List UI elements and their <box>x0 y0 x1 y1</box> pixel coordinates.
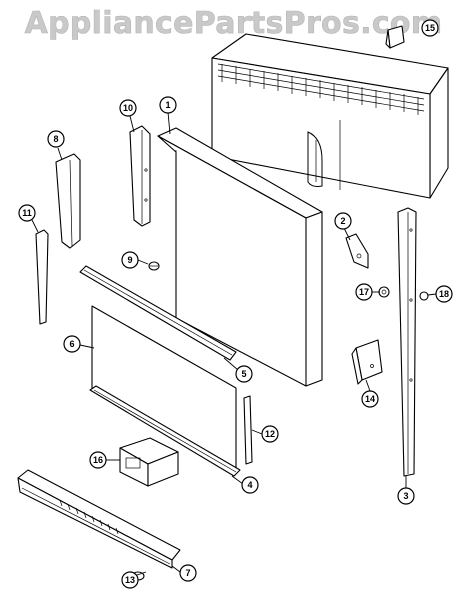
part-14-bracket <box>351 339 383 385</box>
callout-1-label: 1 <box>165 100 170 110</box>
ac-grille <box>217 63 425 115</box>
part-10-bracket <box>129 125 151 227</box>
callout-2-label: 2 <box>340 216 345 226</box>
part-7-panel <box>17 469 181 569</box>
callout-6: 6 <box>63 335 81 353</box>
callout-1: 1 <box>159 96 177 114</box>
callout-9: 9 <box>121 251 139 269</box>
callout-10: 10 <box>119 99 137 117</box>
callouts: 1 2 3 4 5 6 7 8 9 10 11 12 13 14 15 16 1… <box>18 19 453 589</box>
callout-2: 2 <box>334 212 352 230</box>
part-18-screw <box>419 291 429 301</box>
callout-6-label: 6 <box>69 339 74 349</box>
callout-16: 16 <box>89 451 107 469</box>
part-12-strip <box>243 395 253 465</box>
callout-15: 15 <box>421 19 439 37</box>
part-5-rail <box>79 265 237 361</box>
callout-12: 12 <box>261 425 279 443</box>
callout-8: 8 <box>47 130 65 148</box>
callout-7: 7 <box>179 564 197 582</box>
callout-13: 13 <box>121 571 139 589</box>
callout-15-label: 15 <box>425 23 435 33</box>
callout-4: 4 <box>241 476 259 494</box>
callout-10-label: 10 <box>123 103 133 113</box>
callout-17: 17 <box>355 283 373 301</box>
part-4-rail <box>89 385 241 477</box>
callout-11-label: 11 <box>22 208 32 218</box>
part-9-screw <box>148 261 160 271</box>
part-16-box <box>119 437 179 487</box>
callout-3: 3 <box>397 487 415 505</box>
watermark: AppliancePartsPros.com <box>24 6 443 42</box>
callout-13-label: 13 <box>125 575 135 585</box>
part-2-bracket <box>345 233 369 269</box>
callout-11: 11 <box>18 204 36 222</box>
callout-17-label: 17 <box>359 287 369 297</box>
part-3-rail <box>397 207 417 477</box>
callout-14-label: 14 <box>365 394 375 404</box>
callout-16-label: 16 <box>93 455 103 465</box>
callout-5: 5 <box>235 365 253 383</box>
ac-unit <box>211 33 449 199</box>
callout-14: 14 <box>361 390 379 408</box>
callout-5-label: 5 <box>241 369 246 379</box>
callout-7-label: 7 <box>185 568 190 578</box>
part-11-strip <box>35 229 49 325</box>
part-15-bracket <box>385 25 405 49</box>
callout-8-label: 8 <box>53 134 58 144</box>
callout-4-label: 4 <box>247 480 252 490</box>
callout-3-label: 3 <box>403 491 408 501</box>
callout-12-label: 12 <box>265 429 275 439</box>
part-8-bracket <box>55 153 81 249</box>
callout-18: 18 <box>435 285 453 303</box>
part-1-panel <box>157 127 323 387</box>
part-17-nut <box>378 286 390 298</box>
callout-9-label: 9 <box>127 255 132 265</box>
callout-18-label: 18 <box>439 289 449 299</box>
part-7-vents <box>59 499 119 535</box>
